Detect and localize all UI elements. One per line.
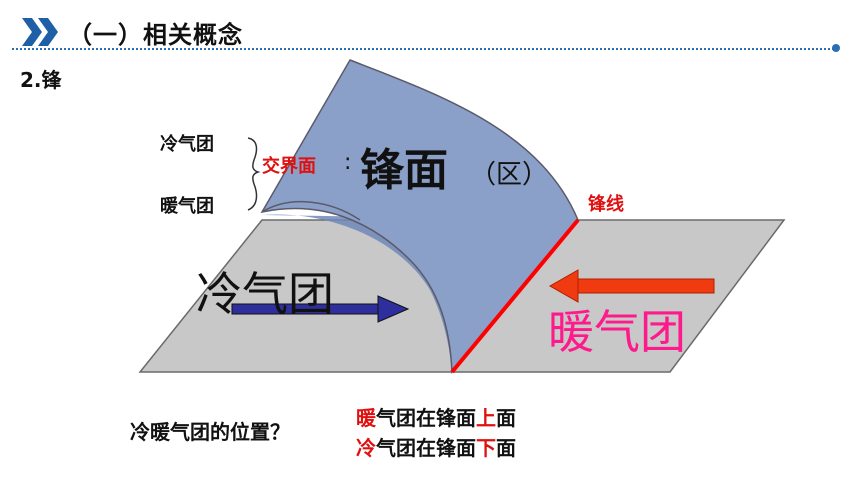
answer-cold-key: 下 <box>476 436 496 460</box>
answer-cold-prefix: 冷 <box>356 436 376 460</box>
warm-air-arrow <box>548 269 715 303</box>
answer-cold-line: 冷气团在锋面下面 <box>356 432 516 461</box>
zone-label: （区） <box>470 160 549 190</box>
position-question: 冷暖气团的位置？ <box>130 420 290 444</box>
answer-warm-prefix: 暖 <box>356 406 376 430</box>
front-line <box>450 218 580 374</box>
section-subtitle: 2.锋 <box>20 68 62 92</box>
warm-air-label-small: 暖气团 <box>160 196 214 217</box>
cold-air-label-big: 冷气团 <box>196 267 334 321</box>
front-surface-label: 锋面 <box>360 145 448 196</box>
double-chevron-right-icon <box>22 18 58 46</box>
answer-cold-middle: 气团在锋面 <box>376 436 476 460</box>
cold-air-label-small: 冷气团 <box>160 134 214 155</box>
cold-air-arrow <box>231 295 410 323</box>
brace <box>247 137 261 211</box>
interface-label: 交界面 <box>262 156 316 177</box>
answer-warm-suffix: 面 <box>496 406 516 430</box>
header-divider-dot <box>832 44 840 52</box>
answer-warm-line: 暖气团在锋面上面 <box>356 402 516 431</box>
front-line-label: 锋线 <box>588 194 624 215</box>
answer-cold-suffix: 面 <box>496 436 516 460</box>
interface-colon: : <box>344 150 352 175</box>
front-surface <box>260 59 579 374</box>
answer-warm-middle: 气团在锋面 <box>376 406 476 430</box>
answer-warm-key: 上 <box>476 406 496 430</box>
header-divider <box>12 48 834 50</box>
front-surface-edge <box>261 201 361 221</box>
page-title: （一）相关概念 <box>68 21 243 49</box>
warm-air-label-big: 暖气团 <box>548 305 686 359</box>
